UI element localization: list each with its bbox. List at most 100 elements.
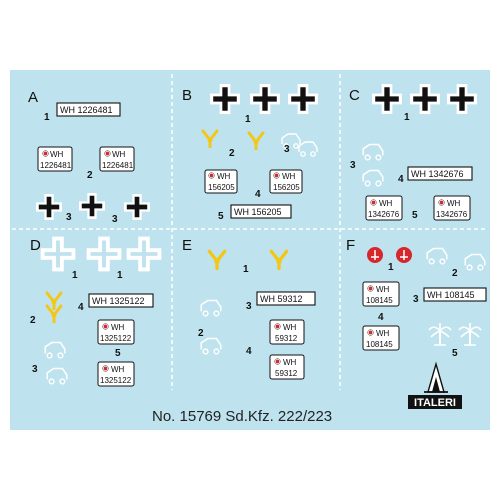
decal-number: 5 bbox=[452, 348, 458, 359]
license-plate-rect: WH 108145 bbox=[427, 290, 475, 300]
decal-number: 2 bbox=[198, 328, 204, 339]
section-a: A 1 WH 1226481 WH 1226481 WH 1226481 2 3… bbox=[28, 89, 150, 225]
license-plate-rect: WH 1342676 bbox=[411, 169, 464, 179]
svg-text:1342676: 1342676 bbox=[368, 210, 400, 219]
license-plate-square: WH 1342676 bbox=[433, 195, 471, 221]
svg-text:156205: 156205 bbox=[273, 183, 300, 192]
svg-text:WH: WH bbox=[282, 172, 296, 181]
decal-number: 4 bbox=[378, 312, 384, 323]
svg-text:WH: WH bbox=[50, 150, 64, 159]
section-label: E bbox=[182, 237, 192, 254]
svg-text:WH: WH bbox=[379, 199, 393, 208]
svg-text:1325122: 1325122 bbox=[100, 334, 132, 343]
license-plate-square: WH 156205 bbox=[269, 169, 303, 194]
decal-number: 2 bbox=[452, 268, 458, 279]
license-plate-square: WH 59312 bbox=[269, 354, 305, 380]
section-f: F 1 2 WH 108145 3 WH 108145 4 WH 108145 bbox=[346, 237, 487, 359]
decal-number: 1 bbox=[117, 270, 123, 281]
license-plate-square: WH 1325122 bbox=[97, 319, 135, 345]
license-plate-rect: WH 1226481 bbox=[60, 105, 113, 115]
decal-number: 1 bbox=[72, 270, 78, 281]
decal-number: 2 bbox=[30, 315, 36, 326]
license-plate-square: WH 1226481 bbox=[37, 146, 73, 172]
section-label: C bbox=[349, 87, 360, 104]
svg-text:WH: WH bbox=[376, 329, 390, 338]
decal-number: 3 bbox=[284, 144, 290, 155]
red-disc-icon bbox=[274, 358, 281, 365]
decal-number: 2 bbox=[229, 148, 235, 159]
license-plate-square: WH 108145 bbox=[362, 325, 400, 351]
brand-name: ITALERI bbox=[414, 397, 456, 409]
license-plate-square: WH 1226481 bbox=[99, 146, 135, 172]
decal-number: 3 bbox=[66, 212, 72, 223]
section-c: C 1 3 4 WH 1342676 WH 1342676 5 WH 13426… bbox=[349, 84, 477, 221]
decal-number: 1 bbox=[388, 262, 394, 273]
red-disc-icon bbox=[396, 247, 412, 263]
svg-text:WH: WH bbox=[112, 150, 126, 159]
decal-number: 4 bbox=[255, 189, 261, 200]
decal-number: 3 bbox=[350, 160, 356, 171]
svg-text:1226481: 1226481 bbox=[102, 161, 134, 170]
svg-text:108145: 108145 bbox=[366, 296, 393, 305]
license-plate-square: WH 156205 bbox=[204, 169, 238, 194]
decal-number: 3 bbox=[112, 214, 118, 225]
section-label: B bbox=[182, 87, 192, 104]
decal-number: 4 bbox=[398, 174, 404, 185]
svg-text:156205: 156205 bbox=[208, 183, 235, 192]
license-plate-rect: WH 156205 bbox=[234, 207, 282, 217]
red-disc-icon bbox=[42, 150, 49, 157]
section-dividers bbox=[12, 74, 488, 390]
section-d: D 1 1 2 4 WH 1325122 WH 1325122 3 5 WH 1… bbox=[30, 236, 162, 387]
red-disc-icon bbox=[438, 199, 445, 206]
red-disc-icon bbox=[367, 247, 383, 263]
license-plate-rect: WH 59312 bbox=[260, 294, 303, 304]
svg-text:WH: WH bbox=[217, 172, 231, 181]
svg-text:1226481: 1226481 bbox=[40, 161, 72, 170]
decal-number: 3 bbox=[246, 301, 252, 312]
red-disc-icon bbox=[208, 172, 215, 179]
decal-number: 2 bbox=[87, 170, 93, 181]
svg-text:WH: WH bbox=[111, 323, 125, 332]
decal-number: 1 bbox=[44, 112, 50, 123]
svg-text:WH: WH bbox=[447, 199, 461, 208]
svg-text:WH: WH bbox=[111, 365, 125, 374]
section-label: F bbox=[346, 237, 355, 254]
italeri-logo-icon: ITALERI bbox=[408, 361, 462, 409]
decal-number: 1 bbox=[245, 114, 251, 125]
decal-number: 3 bbox=[32, 364, 38, 375]
decal-number: 1 bbox=[243, 264, 249, 275]
license-plate-square: WH 108145 bbox=[362, 281, 400, 307]
svg-text:108145: 108145 bbox=[366, 340, 393, 349]
svg-text:59312: 59312 bbox=[275, 334, 298, 343]
decal-number: 5 bbox=[115, 348, 121, 359]
license-plate-square: WH 59312 bbox=[269, 319, 305, 345]
decal-number: 5 bbox=[218, 211, 224, 222]
red-disc-icon bbox=[370, 199, 377, 206]
red-disc-icon bbox=[367, 329, 374, 336]
red-disc-icon bbox=[273, 172, 280, 179]
license-plate-square: WH 1342676 bbox=[365, 195, 403, 221]
decal-number: 5 bbox=[412, 210, 418, 221]
svg-text:59312: 59312 bbox=[275, 369, 298, 378]
section-e: E 1 2 3 WH 59312 WH 59312 4 WH 59312 bbox=[182, 237, 316, 380]
svg-text:WH: WH bbox=[283, 323, 297, 332]
section-label: D bbox=[30, 237, 41, 254]
svg-text:1325122: 1325122 bbox=[100, 376, 132, 385]
decal-number: 3 bbox=[413, 294, 419, 305]
svg-text:1342676: 1342676 bbox=[436, 210, 468, 219]
decal-number: 4 bbox=[246, 346, 252, 357]
license-plate-rect: WH 1325122 bbox=[92, 296, 145, 306]
red-disc-icon bbox=[274, 323, 281, 330]
red-disc-icon bbox=[104, 150, 111, 157]
red-disc-icon bbox=[102, 365, 109, 372]
section-label: A bbox=[28, 89, 38, 106]
license-plate-square: WH 1325122 bbox=[97, 361, 135, 387]
product-code: No. 15769 Sd.Kfz. 222/223 bbox=[152, 408, 332, 425]
decal-number: 1 bbox=[404, 112, 410, 123]
red-disc-icon bbox=[102, 323, 109, 330]
red-disc-icon bbox=[367, 285, 374, 292]
svg-text:WH: WH bbox=[376, 285, 390, 294]
section-b: B 1 2 3 WH 156205 WH 156205 4 5 WH 15620… bbox=[182, 84, 318, 222]
svg-text:WH: WH bbox=[283, 358, 297, 367]
